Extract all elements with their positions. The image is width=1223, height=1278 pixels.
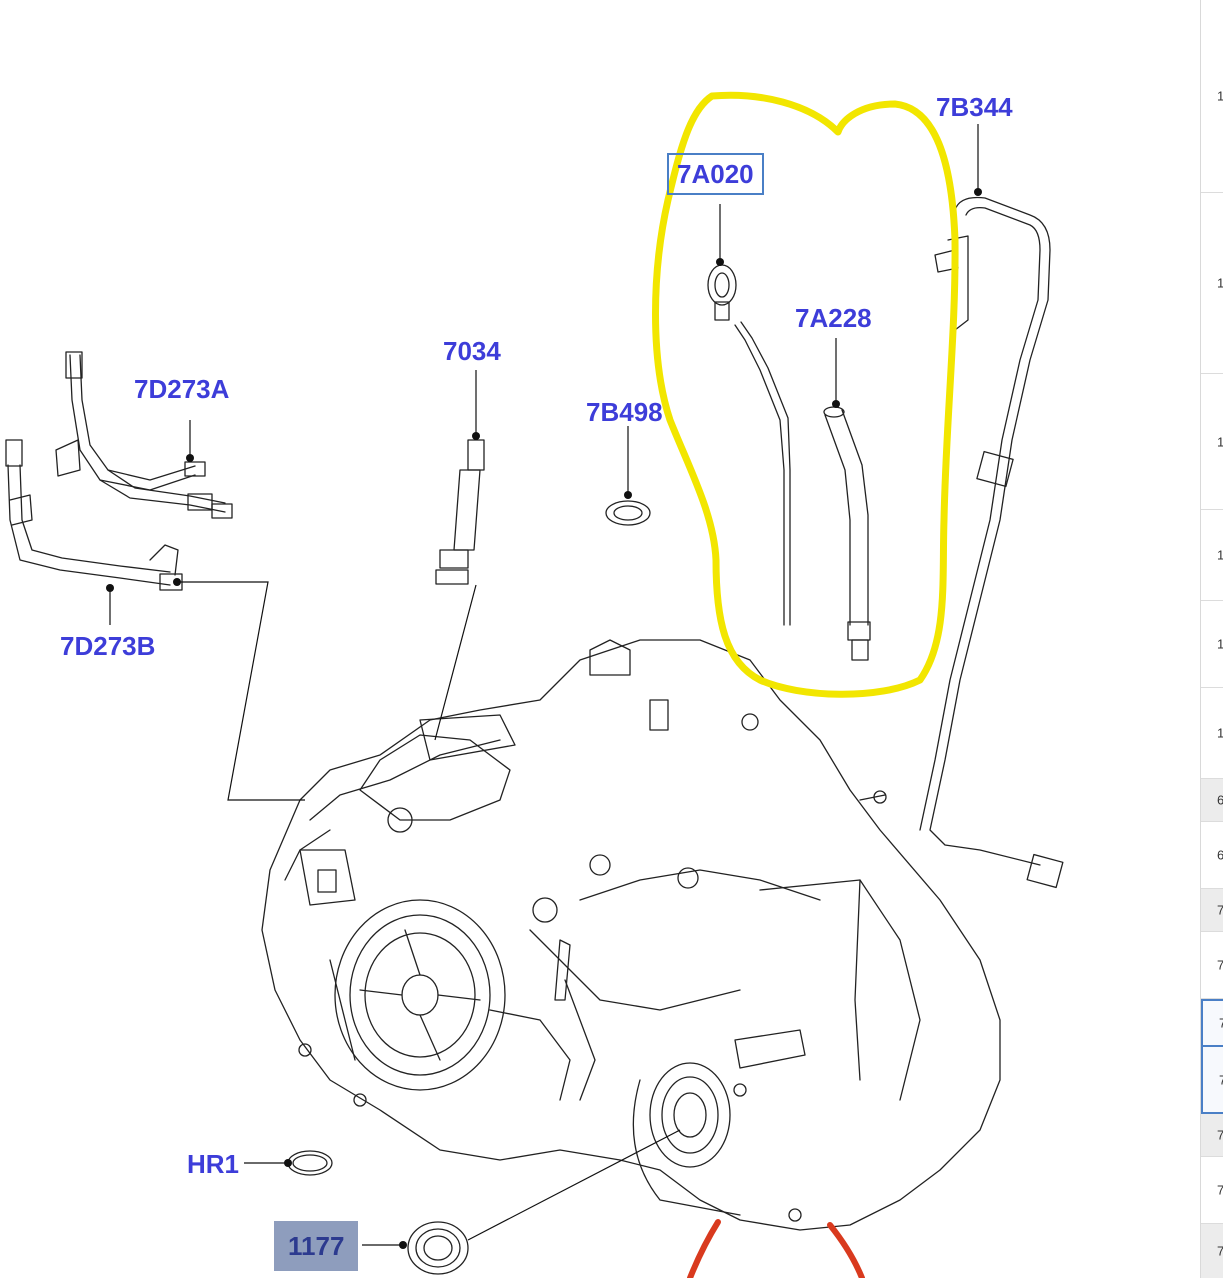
parts-list-row[interactable]: 7 (1201, 889, 1223, 932)
callout-HR1[interactable]: HR1 (187, 1149, 240, 1179)
parts-list-row[interactable]: 7 (1201, 1224, 1223, 1278)
transmission-housing (261, 639, 1001, 1231)
callout-7B344[interactable]: 7B344 (936, 92, 1013, 122)
red-mark-left (687, 1219, 721, 1278)
callout-7D273A[interactable]: 7D273A (134, 374, 230, 404)
washer-7B498 (605, 500, 651, 526)
parts-list-row-selected[interactable]: 7 (1201, 1045, 1223, 1114)
seal-1177 (407, 1221, 469, 1275)
callout-7A020[interactable]: 7A020 (667, 153, 764, 195)
callout-1177[interactable]: 1177 (274, 1221, 359, 1271)
cooler-pipe-lower (5, 439, 183, 591)
yellow-highlight-loop (652, 91, 959, 698)
parts-list-row[interactable]: 1 (1201, 374, 1223, 510)
callout-7B498[interactable]: 7B498 (586, 397, 663, 427)
parts-list-row[interactable]: 7 (1201, 1114, 1223, 1157)
shaft-7034 (435, 439, 485, 585)
callout-7A228[interactable]: 7A228 (795, 303, 872, 333)
dipstick-tube-7A228 (823, 406, 871, 661)
parts-list-row[interactable]: 1 (1201, 601, 1223, 688)
parts-list-row[interactable]: 1 (1201, 0, 1223, 193)
parts-list-panel: 1 1 1 1 1 1 6 6 7 7 7 7 7 7 7 (1200, 0, 1223, 1278)
leader-lines (109, 124, 979, 1246)
parts-list-row[interactable]: 1 (1201, 510, 1223, 601)
parts-list-row[interactable]: 6 (1201, 779, 1223, 822)
parts-list-row[interactable]: 7 (1201, 932, 1223, 999)
cooler-pipe-upper (55, 351, 233, 519)
callout-7D273B[interactable]: 7D273B (60, 631, 156, 661)
parts-list-row[interactable]: 7 (1201, 1157, 1223, 1224)
callout-7034[interactable]: 7034 (443, 336, 501, 366)
parts-list-row[interactable]: 1 (1201, 688, 1223, 779)
parts-list-row[interactable]: 1 (1201, 193, 1223, 374)
red-mark-right (827, 1222, 865, 1278)
o-ring-HR1 (287, 1150, 333, 1176)
parts-list-row[interactable]: 6 (1201, 822, 1223, 889)
dipstick-7A020 (707, 264, 791, 626)
leader-dots (106, 188, 982, 1249)
parts-list-row-selected[interactable]: 7 (1201, 999, 1223, 1047)
